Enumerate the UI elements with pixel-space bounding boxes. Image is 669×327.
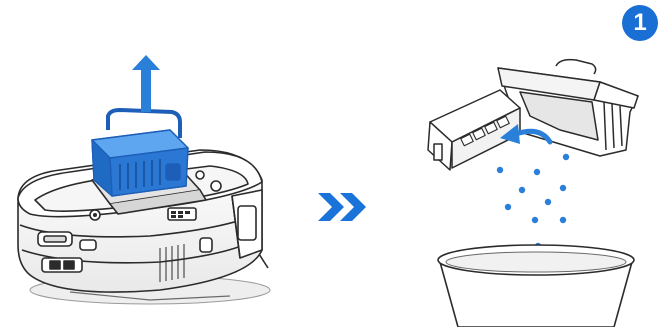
double-chevron-right-icon <box>318 193 366 221</box>
trash-can <box>438 245 634 327</box>
arrow-up-icon <box>132 55 160 112</box>
open-dust-bin <box>428 60 638 170</box>
falling-dust <box>497 154 569 249</box>
dust-bin <box>92 110 188 196</box>
step-number: 1 <box>633 9 646 37</box>
step-number-badge: 1 <box>622 5 658 41</box>
